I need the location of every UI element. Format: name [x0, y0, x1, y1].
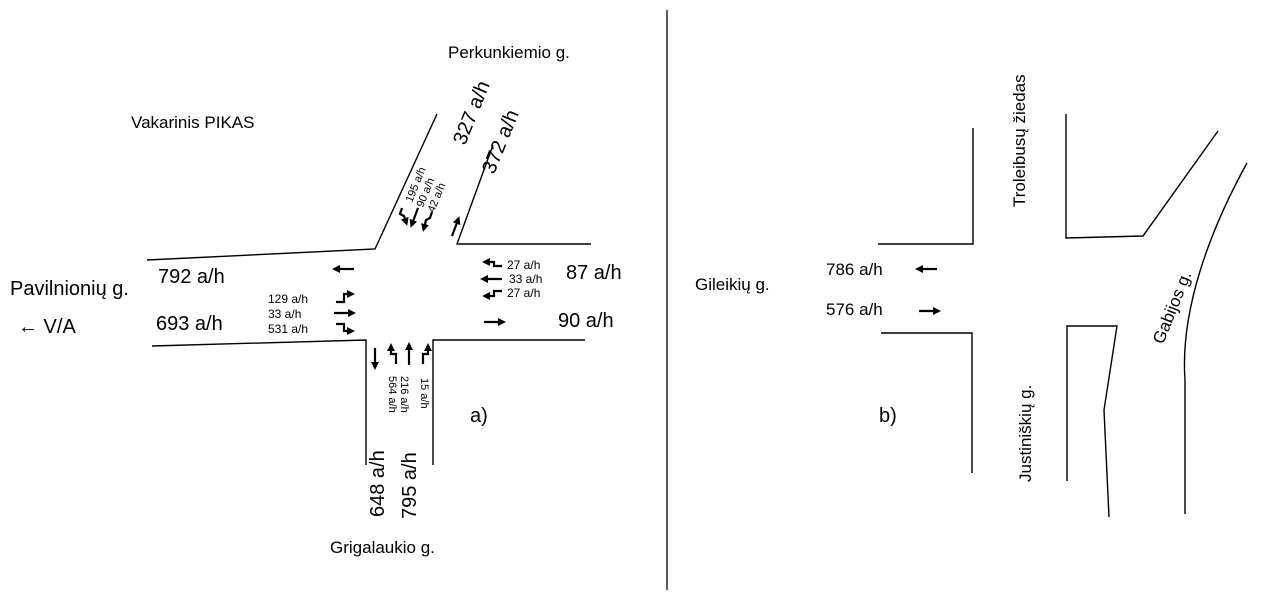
- arrow-north-in: [450, 216, 461, 237]
- turn-east-through: 33 a/h: [509, 272, 542, 286]
- panel-a-label: a): [470, 405, 488, 427]
- volume-west-out: 792 a/h: [158, 266, 225, 288]
- road-edge-ne-b: [1065, 114, 1219, 239]
- arrow-east-left: [482, 289, 502, 300]
- volume-south-in: 795 a/h: [399, 452, 421, 519]
- panel-b-label: b): [879, 405, 897, 427]
- arrow-west-right: [336, 322, 355, 335]
- road-edge-nw-b: [878, 128, 974, 245]
- arrow-west-left: [336, 290, 355, 304]
- arrow-east-right: [482, 258, 502, 268]
- volume-north-out: 327 a/h: [449, 78, 494, 148]
- area-label: Vakarinis PIKAS: [131, 113, 254, 132]
- volume-west-b-in: 576 a/h: [826, 300, 883, 319]
- volume-east-out: 90 a/h: [558, 310, 614, 332]
- street-south-label: Grigalaukio g.: [330, 538, 435, 557]
- turn-south-through: 216 a/h: [398, 376, 410, 413]
- turn-east-right: 27 a/h: [507, 258, 540, 272]
- volume-west-b-out: 786 a/h: [826, 260, 883, 279]
- volume-south-out: 648 a/h: [367, 450, 389, 517]
- panel-b-roads: [878, 114, 1248, 518]
- road-edge-ne: [456, 144, 591, 245]
- arrow-north-through: [409, 207, 420, 228]
- road-edge-se-b: [1066, 325, 1118, 518]
- road-edge-sw-b: [881, 332, 973, 473]
- road-edge-gabijos: [1183, 162, 1248, 514]
- road-edge-nw: [146, 113, 438, 261]
- street-east-b-label: Gabijos g.: [1149, 268, 1195, 346]
- turn-west-right: 531 a/h: [268, 322, 308, 336]
- turn-south-right: 15 a/h: [418, 378, 430, 409]
- turn-west-through: 33 a/h: [268, 307, 301, 321]
- arrow-north-right: [398, 207, 409, 226]
- arrow-south-right: [421, 343, 432, 364]
- street-south-b-label: Justiniškių g.: [1016, 385, 1035, 482]
- panel-a-roads: [146, 113, 591, 465]
- turn-west-left: 129 a/h: [268, 292, 308, 306]
- direction-label: ← V/A: [18, 316, 76, 338]
- street-west-b-label: Gileikių g.: [695, 275, 770, 294]
- road-edge-sw: [151, 339, 367, 465]
- turn-south-left: 564 a/h: [386, 376, 398, 413]
- volume-east-in: 87 a/h: [566, 262, 622, 284]
- turn-east-left: 27 a/h: [507, 286, 540, 300]
- street-north-b-label: Troleibusų žiedas: [1010, 74, 1029, 207]
- arrow-south-left: [387, 343, 398, 364]
- arrow-north-left: [421, 211, 434, 232]
- street-north-label: Perkunkiemio g.: [448, 43, 570, 62]
- volume-west-in: 693 a/h: [156, 313, 223, 335]
- street-west-label: Pavilnionių g.: [10, 278, 129, 300]
- road-edge-se: [432, 339, 585, 465]
- volume-north-in: 372 a/h: [478, 107, 523, 177]
- panel-b-lane-arrows: [915, 265, 941, 315]
- panel-a-lane-arrows: [332, 207, 506, 370]
